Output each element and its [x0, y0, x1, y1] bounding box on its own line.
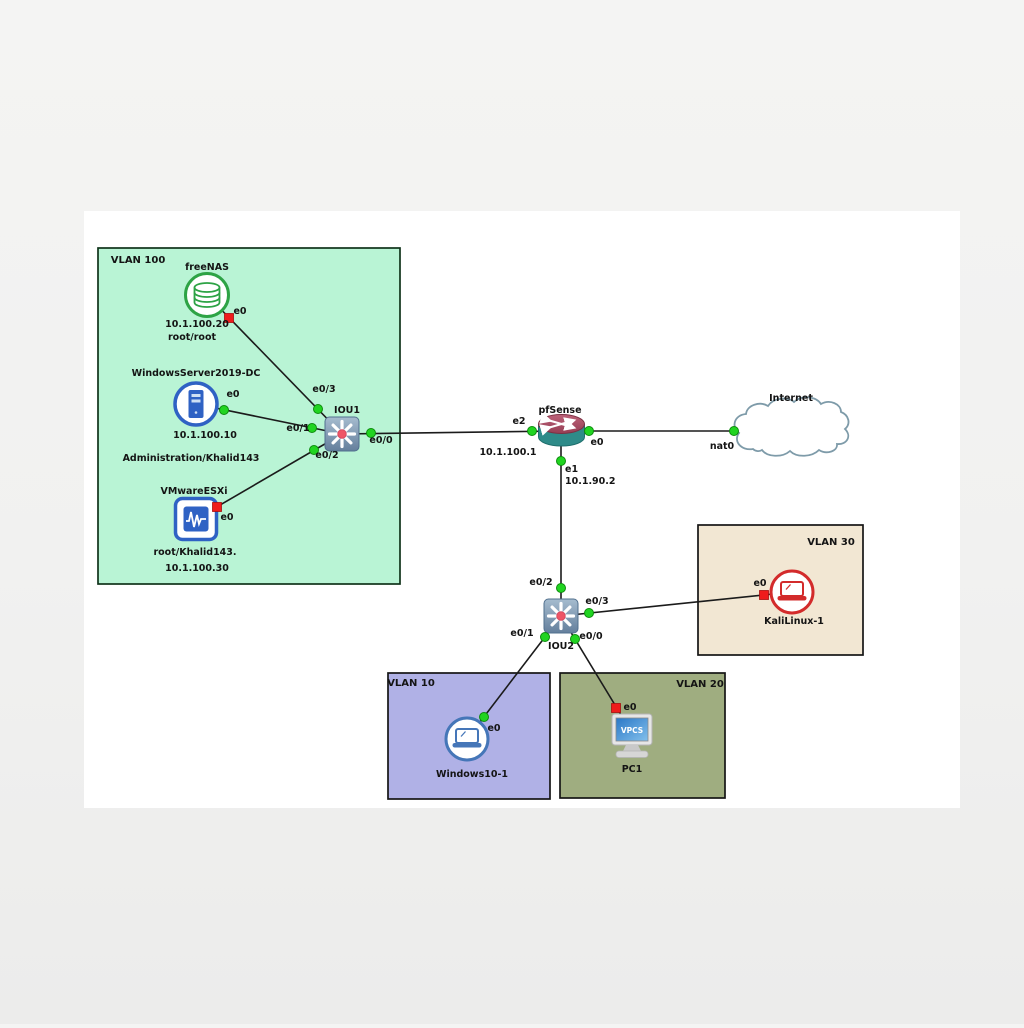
server-tower-icon: [188, 390, 204, 418]
iou2-e02-status-dot: [556, 583, 566, 593]
link-iou1-pfsense[interactable]: [341, 430, 562, 435]
vmware-esxi-node-icon[interactable]: [173, 496, 219, 542]
vlan20-label: VLAN 20: [676, 679, 724, 690]
esxi-ip-label: 10.1.100.30: [165, 563, 229, 574]
pc1-port-label: e0: [623, 702, 636, 713]
laptop-icon: [776, 581, 808, 602]
kali-name-label: KaliLinux-1: [764, 616, 824, 627]
iou1-e01-status-dot: [307, 423, 317, 433]
freenas-node-icon[interactable]: [184, 272, 230, 318]
iou2-port-e03-label: e0/3: [585, 596, 608, 607]
monitor-neck: [623, 745, 641, 751]
iou1-e03-status-dot: [313, 404, 323, 414]
internet-cloud-icon[interactable]: [733, 396, 850, 457]
windowsserver-name-label: WindowsServer2019-DC: [132, 368, 261, 379]
internet-name-label: Internet: [769, 393, 813, 404]
iou1-port-e03-label: e0/3: [312, 384, 335, 395]
iou1-name-label: IOU1: [334, 405, 360, 416]
pfsense-port-e1-label: e1: [565, 464, 578, 475]
pfsense-ip-dmz-label: 10.1.90.2: [565, 476, 616, 487]
pfsense-name-label: pfSense: [538, 405, 581, 416]
internet-nat0-status-dot: [729, 426, 739, 436]
monitor-base: [615, 750, 649, 758]
windowsserver-e0-status-dot: [219, 405, 229, 415]
windows10-port-label: e0: [487, 723, 500, 734]
iou2-e01-status-dot: [540, 632, 550, 642]
iou2-port-e01-label: e0/1: [510, 628, 533, 639]
iou2-e00-status-dot: [570, 634, 580, 644]
freenas-name-label: freeNAS: [185, 262, 229, 273]
pfsense-router-icon[interactable]: [538, 412, 585, 447]
waveform-icon: [186, 511, 206, 528]
vlan10-label: VLAN 10: [387, 678, 435, 689]
internet-port-label: nat0: [710, 441, 735, 452]
pc1-name-label: PC1: [622, 764, 643, 775]
pfsense-port-e2-label: e2: [512, 416, 525, 427]
laptop-icon: [451, 728, 483, 749]
windowsserver-ip-label: 10.1.100.10: [173, 430, 237, 441]
pfsense-e0-status-dot: [584, 426, 594, 436]
iou1-port-e01-label: e0/1: [286, 423, 309, 434]
windows10-name-label: Windows10-1: [436, 769, 508, 780]
database-icon: [193, 282, 221, 308]
windowsserver-port-label: e0: [226, 389, 239, 400]
freenas-credentials-label: root/root: [168, 332, 216, 343]
freenas-ip-label: 10.1.100.20: [165, 319, 229, 330]
vlan30-label: VLAN 30: [807, 537, 855, 548]
freenas-port-label: e0: [233, 306, 246, 317]
windowsserver-credentials-label: Administration/Khalid143: [123, 453, 260, 464]
vlan100-label: VLAN 100: [111, 255, 166, 266]
esxi-credentials-label: root/Khalid143.: [153, 547, 236, 558]
iou1-port-e00-label: e0/0: [369, 435, 393, 446]
vlan100-zone[interactable]: [97, 247, 401, 585]
kali-node-icon[interactable]: [769, 569, 815, 615]
pfsense-e1-status-dot: [556, 456, 566, 466]
iou2-switch-icon[interactable]: [542, 597, 580, 635]
iou2-port-e02-label: e0/2: [529, 577, 552, 588]
iou2-port-e00-label: e0/0: [579, 631, 603, 642]
pfsense-ip-lan-label: 10.1.100.1: [479, 447, 536, 458]
freenas-e0-status-square: [224, 313, 234, 323]
iou1-e00-status-dot: [366, 428, 376, 438]
iou2-e03-status-dot: [584, 608, 594, 618]
pc1-e0-status-square: [611, 703, 621, 713]
windows-server-node-icon[interactable]: [173, 381, 219, 427]
iou1-switch-icon[interactable]: [323, 415, 361, 453]
pc1-node-icon[interactable]: VPCS: [611, 713, 653, 758]
windows10-node-icon[interactable]: [444, 716, 490, 762]
router-arrows-icon: [539, 412, 577, 436]
pfsense-e2-status-dot: [527, 426, 537, 436]
pfsense-port-e0-label: e0: [590, 437, 603, 448]
windows10-e0-status-dot: [479, 712, 489, 722]
iou1-e02-status-dot: [309, 445, 319, 455]
pc1-screen-text: VPCS: [621, 726, 643, 735]
esxi-port-label: e0: [220, 512, 233, 523]
link-iou2-kali[interactable]: [560, 591, 793, 617]
iou2-name-label: IOU2: [548, 641, 574, 652]
monitor-screen: [615, 717, 649, 742]
kali-e0-status-square: [759, 590, 769, 600]
iou1-port-e02-label: e0/2: [315, 450, 338, 461]
kali-port-label: e0: [753, 578, 766, 589]
esxi-e0-status-square: [212, 502, 222, 512]
esxi-name-label: VMwareESXi: [160, 486, 227, 497]
